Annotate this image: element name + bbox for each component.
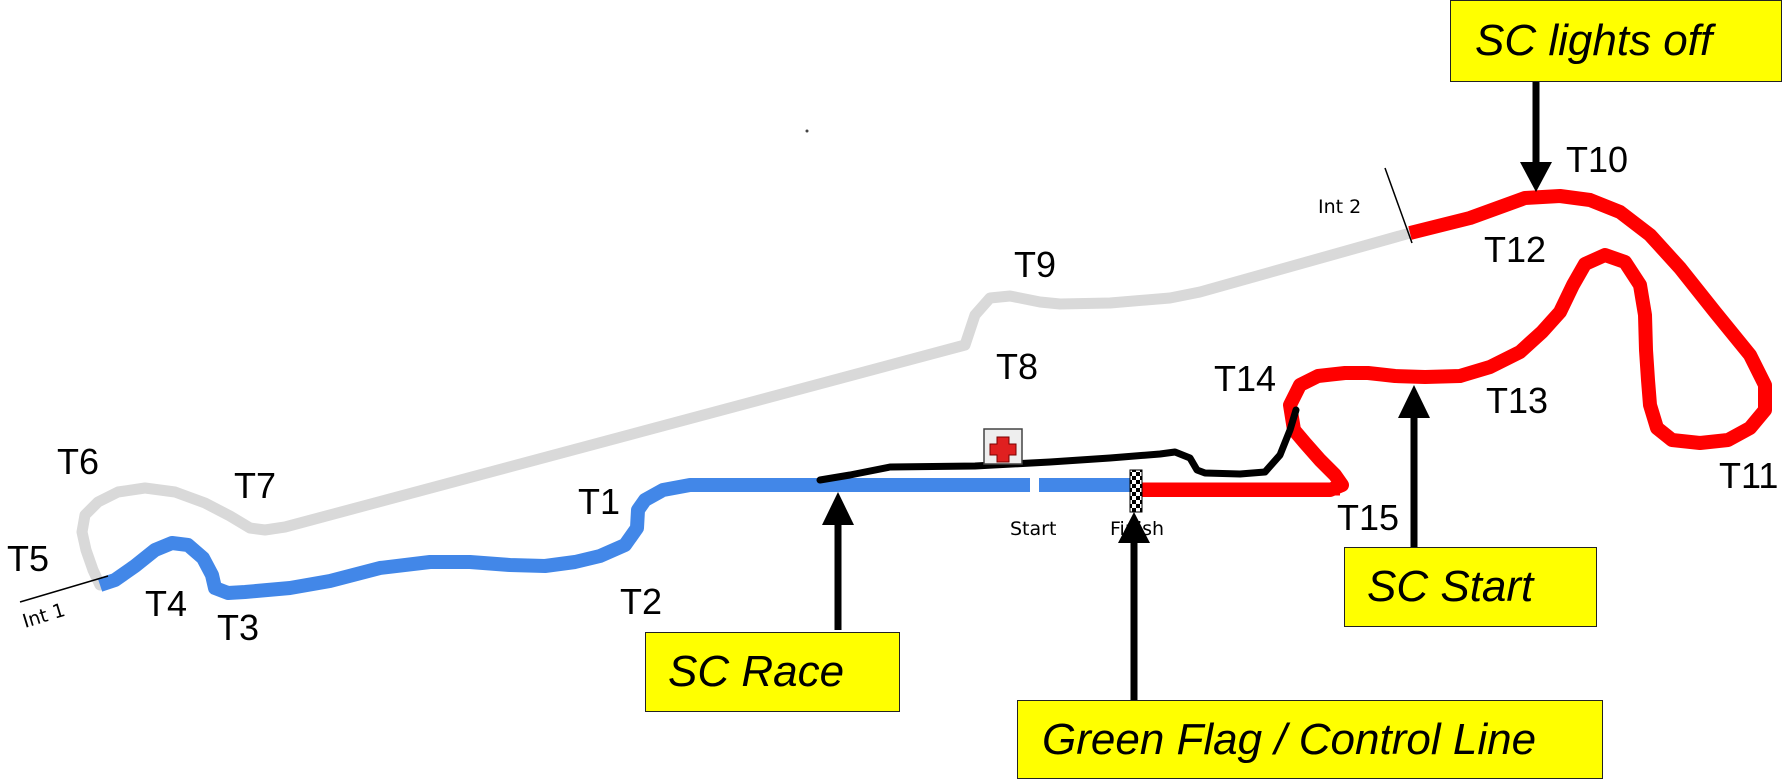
int1-label: Int 1 [20, 599, 68, 633]
arrow-icon [1118, 512, 1150, 700]
callout-sc-race: SC Race [645, 632, 900, 712]
callout-sc-start-text: SC Start [1367, 562, 1534, 611]
stray-dot [805, 129, 809, 133]
start-label: Start [1010, 518, 1056, 540]
checkered-finish-line-icon [1129, 469, 1143, 513]
int1-marker-line [19, 575, 109, 603]
callout-sc-lights-off-text: SC lights off [1475, 16, 1713, 65]
turn-label-t15: T15 [1337, 497, 1399, 538]
callout-sc-lights-off: SC lights off [1450, 0, 1782, 82]
turn-label-t1: T1 [578, 481, 620, 522]
turn-label-t7: T7 [234, 465, 276, 506]
callout-sc-race-text: SC Race [668, 647, 845, 696]
turn-label-t8: T8 [996, 346, 1038, 387]
medical-cross-icon [983, 428, 1023, 465]
callout-green-flag: Green Flag / Control Line [1017, 700, 1603, 779]
int2-marker-line [1384, 167, 1413, 244]
turn-label-t2: T2 [620, 581, 662, 622]
pit-lane [816, 406, 1300, 484]
sector-1-track [97, 478, 1030, 600]
start-gap [1030, 476, 1039, 496]
turn-label-t9: T9 [1014, 244, 1056, 285]
sector-2-track [76, 227, 1416, 591]
turn-label-t10: T10 [1566, 139, 1628, 180]
arrow-icon [1398, 385, 1430, 548]
turn-label-t5: T5 [7, 538, 49, 579]
turn-label-t14: T14 [1214, 358, 1276, 399]
int2-label: Int 2 [1318, 196, 1361, 218]
turn-label-t13: T13 [1486, 380, 1548, 421]
turn-label-t4: T4 [145, 583, 187, 624]
arrow-icon [1520, 82, 1552, 192]
arrow-icon [822, 492, 854, 630]
callout-green-flag-text: Green Flag / Control Line [1042, 714, 1537, 764]
turn-label-t6: T6 [57, 441, 99, 482]
sector-3-track [1135, 189, 1772, 497]
turn-label-t12: T12 [1484, 229, 1546, 270]
turn-label-t11: T11 [1719, 455, 1778, 496]
callout-sc-start: SC Start [1344, 547, 1597, 627]
turn-label-t3: T3 [217, 607, 259, 648]
